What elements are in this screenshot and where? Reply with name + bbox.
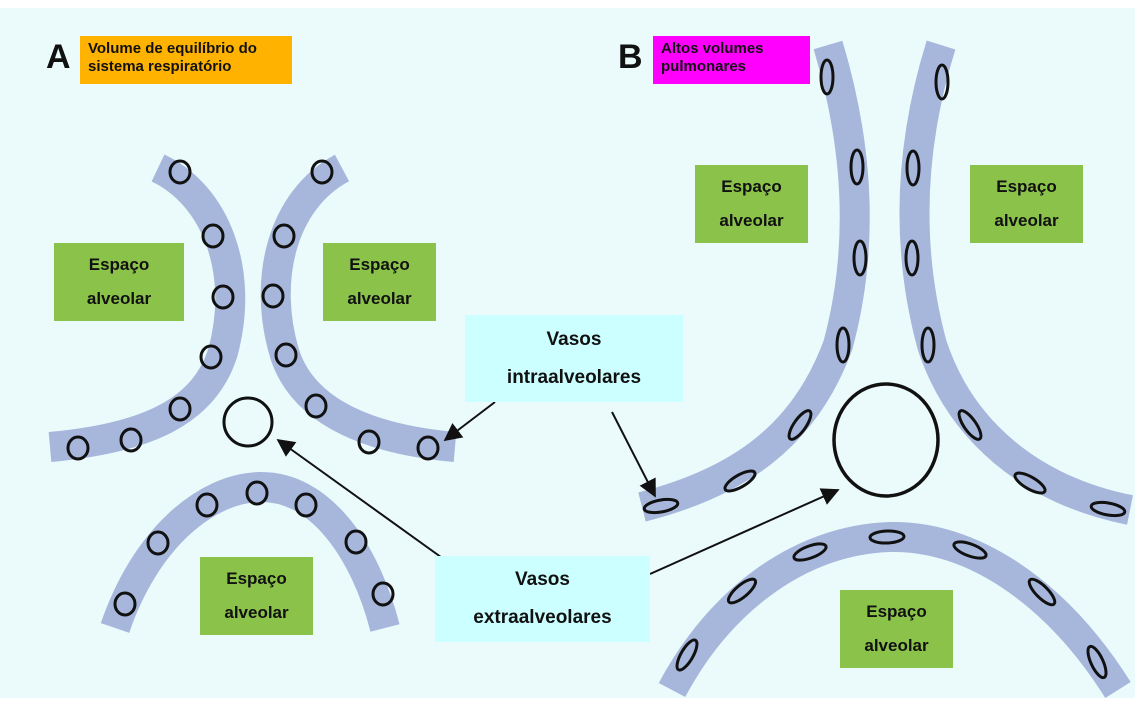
panel-b-title: Altos volumes pulmonares <box>653 36 810 84</box>
arrow-intra-to-a <box>445 402 495 440</box>
alveolar-space-line1: Espaço <box>349 248 409 282</box>
alveolar-space-line1: Espaço <box>226 562 286 596</box>
alveolar-space-line1: Espaço <box>866 595 926 629</box>
alveolar-space-line2: alveolar <box>87 282 151 316</box>
alveolar-space-label: Espaço alveolar <box>970 165 1083 243</box>
alveolar-space-line2: alveolar <box>719 204 783 238</box>
intraalveolar-vessels-callout: Vasos intraalveolares <box>465 315 683 402</box>
arrow-intra-to-b <box>612 412 655 496</box>
alveolar-space-line1: Espaço <box>89 248 149 282</box>
panel-b-extraalveolar-vessel <box>834 384 938 496</box>
alveolar-space-label: Espaço alveolar <box>200 557 313 635</box>
panel-b-wall-right <box>914 45 1130 510</box>
alveolar-space-line2: alveolar <box>864 629 928 663</box>
panel-a-letter: A <box>46 38 70 77</box>
alveolar-space-line2: alveolar <box>994 204 1058 238</box>
callout-extra-line1: Vasos <box>515 561 570 599</box>
alveolar-space-label: Espaço alveolar <box>323 243 436 321</box>
alveolar-space-line2: alveolar <box>224 596 288 630</box>
alveolar-space-label: Espaço alveolar <box>840 590 953 668</box>
panel-b-wall-left <box>642 45 855 507</box>
extraalveolar-vessels-callout: Vasos extraalveolares <box>435 556 650 642</box>
alveolar-space-line2: alveolar <box>347 282 411 316</box>
panel-b-intraalveolar-vessels <box>643 60 1126 680</box>
alveolar-space-label: Espaço alveolar <box>695 165 808 243</box>
panel-a-title: Volume de equilíbrio do sistema respirat… <box>80 36 292 84</box>
callout-intra-line2: intraalveolares <box>507 359 641 397</box>
panel-a-intraalveolar-vessels <box>68 161 438 615</box>
alveolar-space-line1: Espaço <box>996 170 1056 204</box>
callout-extra-line2: extraalveolares <box>473 599 611 637</box>
alveolar-space-label: Espaço alveolar <box>54 243 184 321</box>
callout-intra-line1: Vasos <box>547 321 602 359</box>
panel-b-letter: B <box>618 38 642 77</box>
alveolar-space-line1: Espaço <box>721 170 781 204</box>
panel-a-extraalveolar-vessel <box>224 398 272 446</box>
